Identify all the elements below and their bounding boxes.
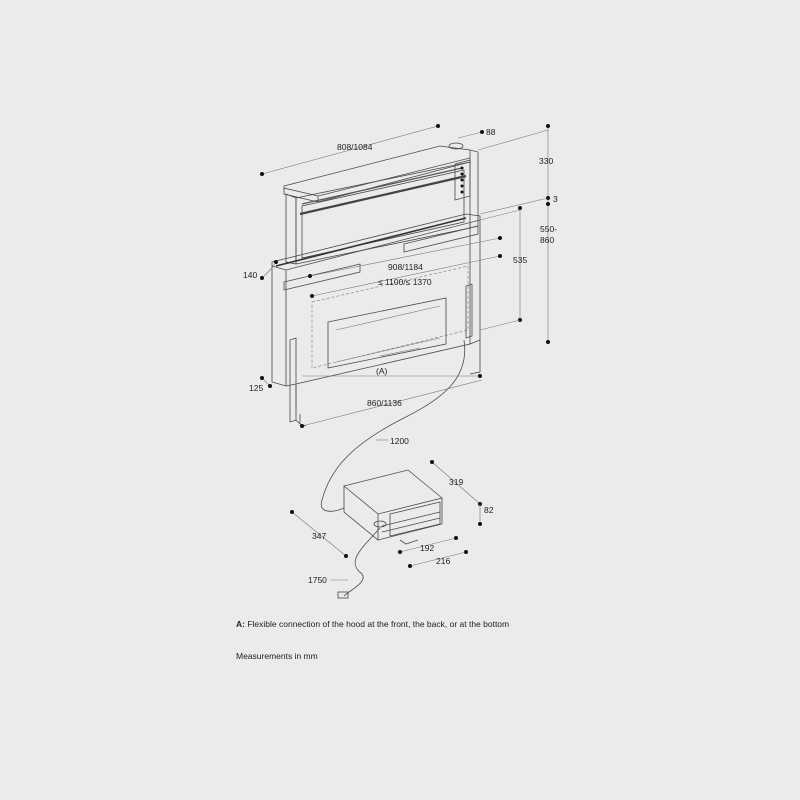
- note-connection: A: Flexible connection of the hood at th…: [236, 619, 509, 629]
- note-a-label: A:: [236, 619, 245, 629]
- fan-box: [343, 469, 443, 545]
- dim-hood-width: 808/1084: [337, 142, 373, 152]
- dim-overall-height-2: 860: [540, 235, 554, 245]
- dim-hood-height: 330: [539, 156, 553, 166]
- dim-plug-cable: 1750: [308, 575, 327, 585]
- dim-top-gap: 3: [553, 194, 558, 204]
- plug-icon: [337, 591, 349, 599]
- dim-hood-depth: 88: [486, 127, 496, 137]
- countertop-plate: [271, 213, 481, 271]
- front-connection-marker: (A): [376, 366, 388, 376]
- dim-side-depth: 140: [243, 270, 257, 280]
- dim-box-height: 82: [484, 505, 494, 515]
- dim-box-inner-width: 192: [420, 543, 434, 553]
- dim-frame-width: 908/1184: [388, 262, 423, 272]
- dim-cabinet-width: ≤ 1100/≤ 1370: [378, 277, 432, 287]
- dim-frame-height: 535: [513, 255, 527, 265]
- note-a-text: Flexible connection of the hood at the f…: [244, 619, 510, 629]
- dim-box-length: 319: [449, 477, 463, 487]
- plug-cable: [343, 527, 381, 597]
- dim-box-depth: 347: [312, 531, 326, 541]
- dim-box-outer-width: 216: [436, 556, 450, 566]
- dimension-lines: [260, 124, 550, 581]
- note-units: Measurements in mm: [236, 651, 318, 661]
- cabinet-body: [271, 220, 481, 427]
- hood-cable: [320, 339, 466, 512]
- dim-cable-length: 1200: [390, 436, 409, 446]
- dim-overall-height: 550-: [540, 224, 557, 234]
- dim-base-depth: 125: [249, 383, 263, 393]
- dim-base-width: 860/1136: [367, 398, 402, 408]
